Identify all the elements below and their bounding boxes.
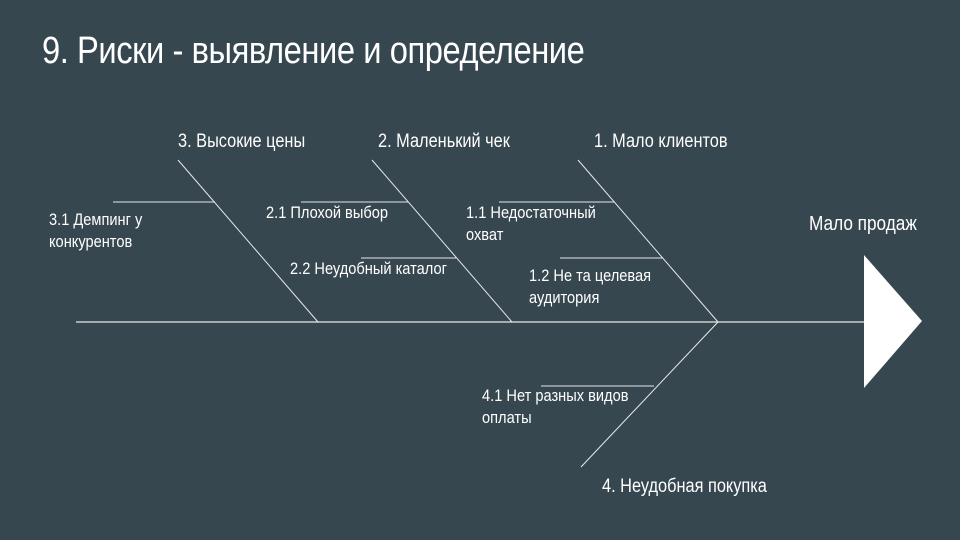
cause-2-label: 2. Маленький чек xyxy=(378,131,510,152)
effect-label: Мало продаж xyxy=(809,213,917,235)
subcause-4-1-label: 4.1 Нет разных видов оплаты xyxy=(482,386,629,427)
cause-4-label: 4. Неудобная покупка xyxy=(602,476,767,497)
slide-title: 9. Риски - выявление и определение xyxy=(42,30,585,72)
cause-1-label: 1. Мало клиентов xyxy=(594,131,728,152)
subcause-3-1-label: 3.1 Демпинг у конкурентов xyxy=(49,210,143,251)
cause-3-label: 3. Высокие цены xyxy=(178,131,306,152)
bone-cause-1 xyxy=(577,159,719,323)
bone-cause-2 xyxy=(371,159,513,323)
bone-cause-4 xyxy=(580,321,719,468)
subcause-1-2-label: 1.2 Не та целевая аудитория xyxy=(529,266,652,307)
bone-cause-3 xyxy=(177,159,319,323)
subcause-1-1-label: 1.1 Недостаточный охват xyxy=(466,203,596,244)
subcause-2-2-label: 2.2 Неудобный каталог xyxy=(290,259,447,278)
subcause-2-1-label: 2.1 Плохой выбор xyxy=(266,203,388,222)
effect-arrowhead xyxy=(864,255,922,388)
